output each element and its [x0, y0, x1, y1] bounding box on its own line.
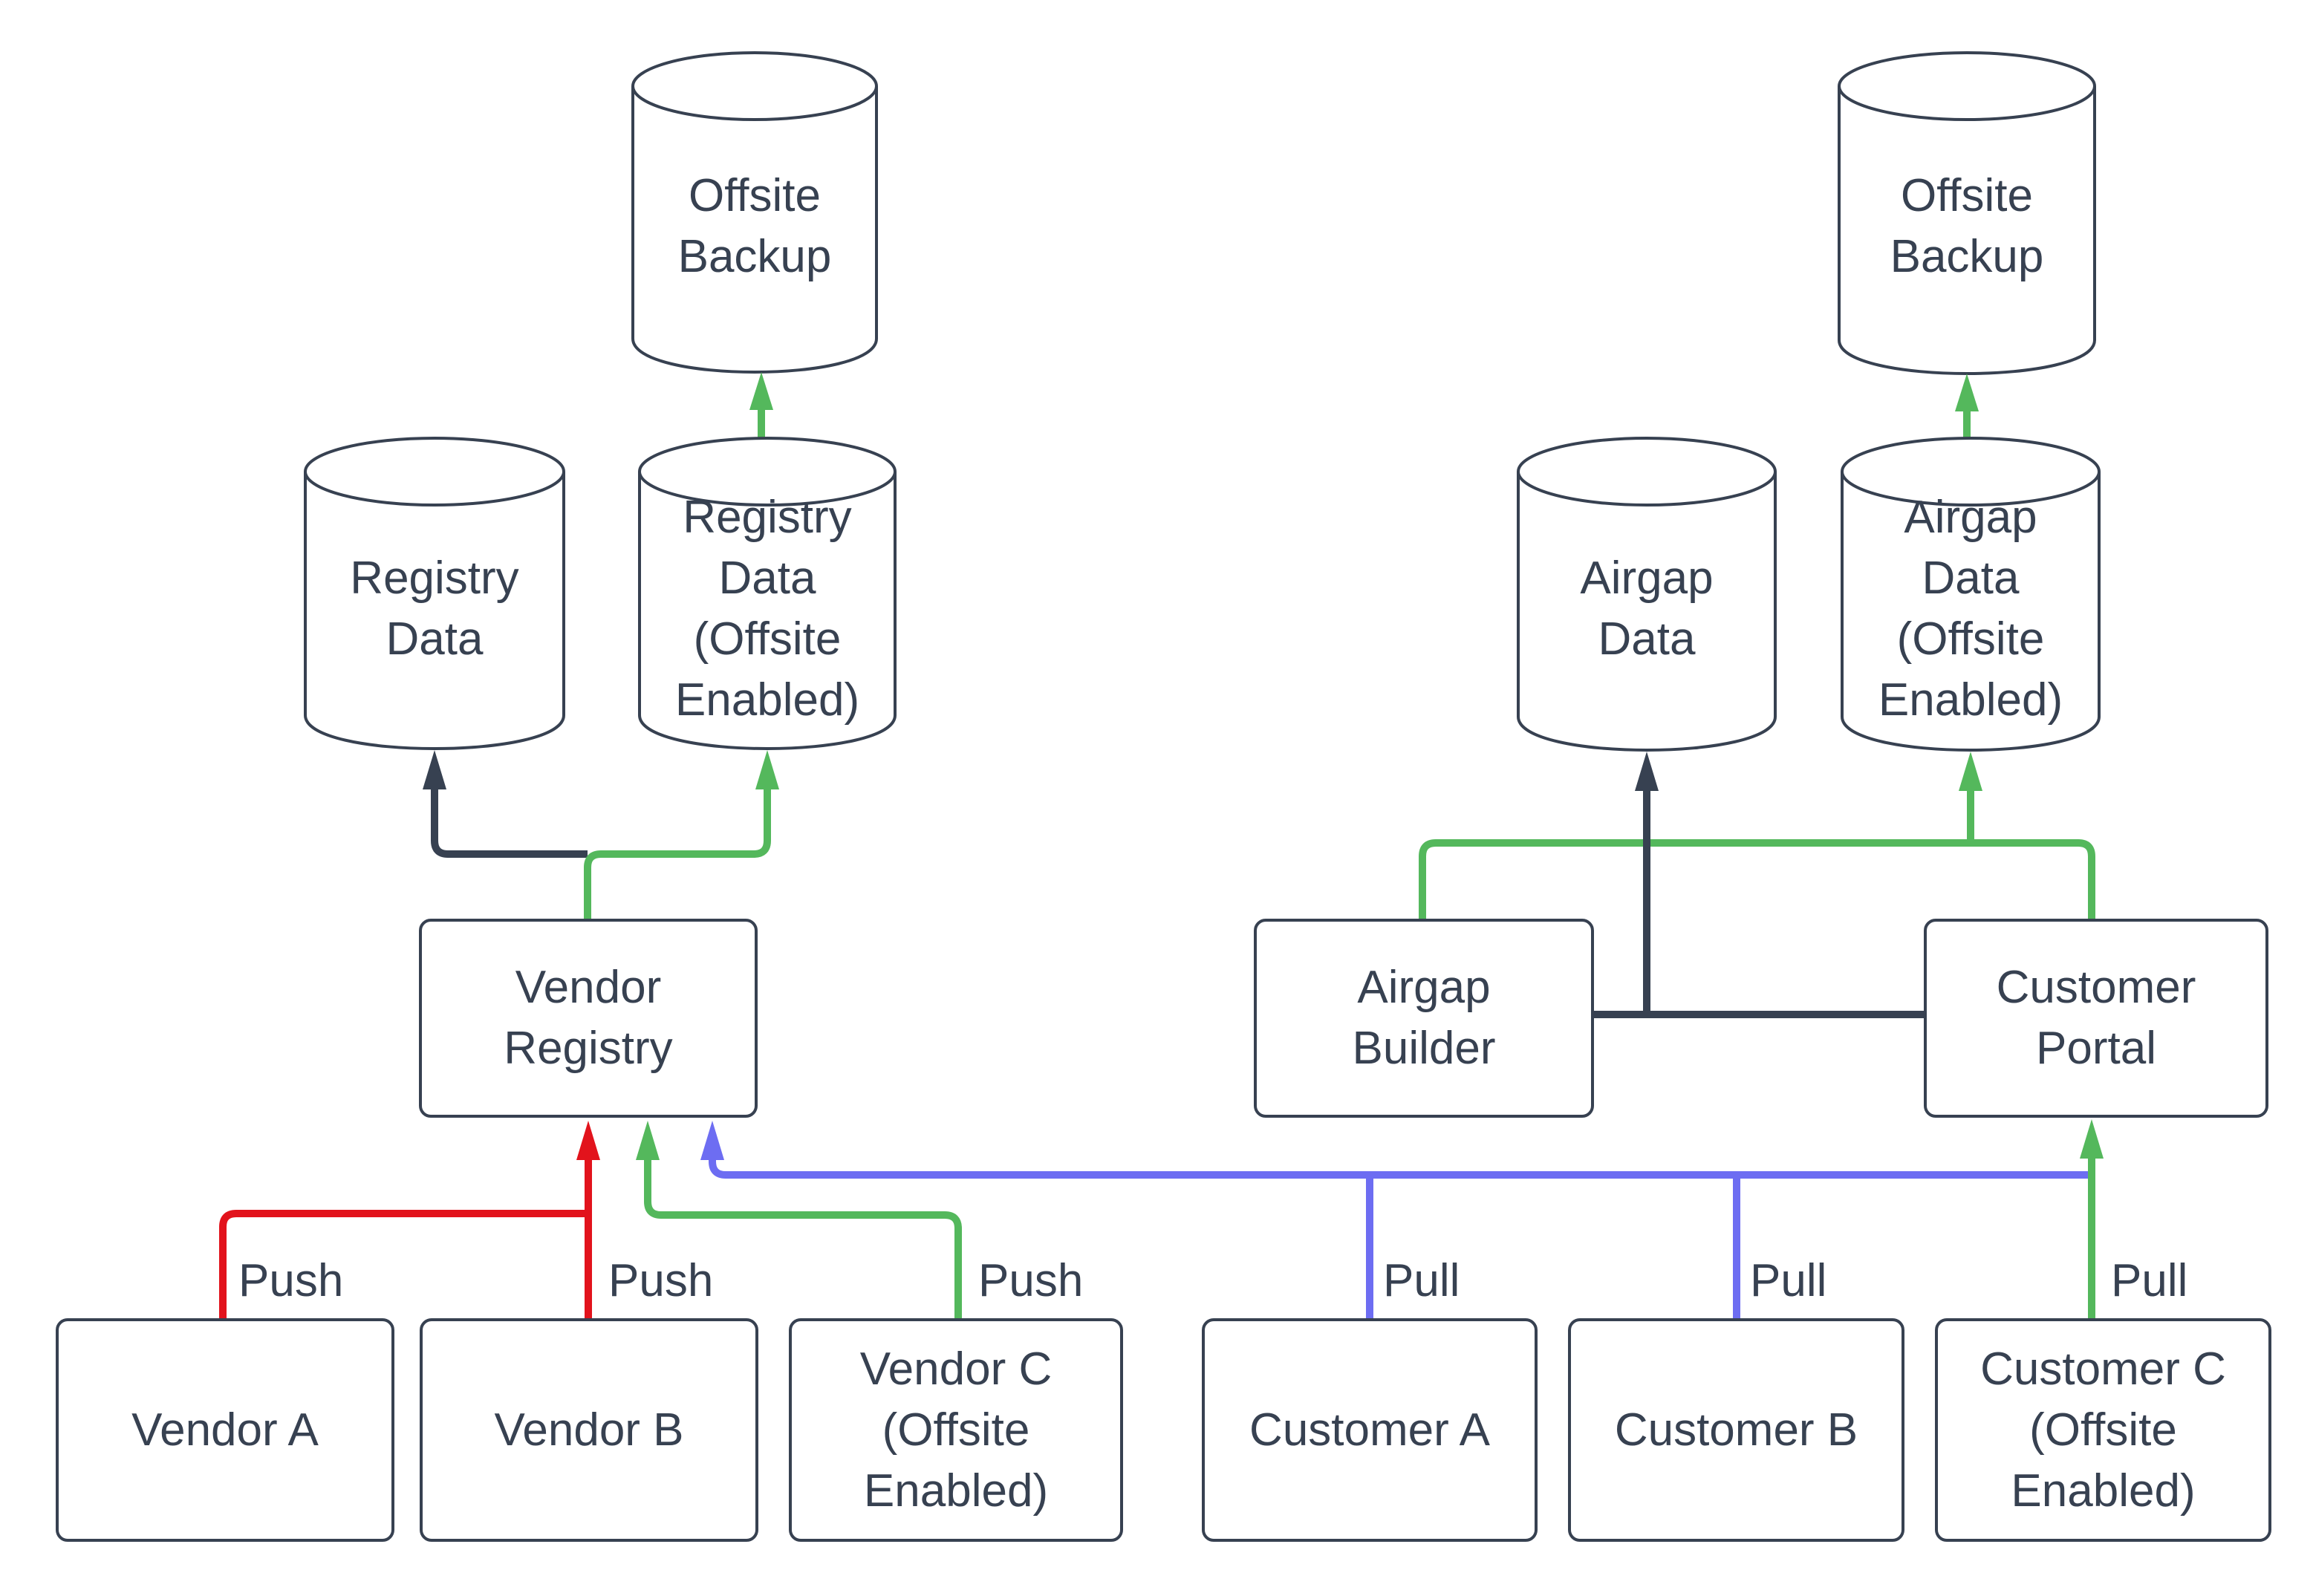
node-customer-a-label: Customer A	[1249, 1404, 1490, 1456]
node-airgap-data-offsite	[1841, 437, 2101, 752]
edge-label-pull-customer-b: Pull	[1750, 1255, 1827, 1306]
arrowhead-push-into-vendor-registry	[576, 1121, 600, 1160]
edge-vendor-registry-to-registry-data	[431, 789, 588, 858]
edge-pull-bus	[709, 1158, 2088, 1179]
node-airgap-data-offsite-label: Airgap Data (Offsite Enabled)	[1837, 483, 2104, 735]
node-airgap-data	[1517, 437, 1777, 752]
node-vendor-b: Vendor B	[420, 1318, 758, 1542]
edge-label-push-vendor-a: Push	[238, 1255, 344, 1306]
node-customer-b-label: Customer B	[1614, 1404, 1858, 1456]
node-customer-c-label-line1: Customer C	[1980, 1343, 2226, 1395]
airgap-data-offsite-line3: (Offsite	[1896, 613, 2045, 665]
edge-customer-portal-to-airgap-builder	[1419, 839, 2095, 919]
node-customer-a: Customer A	[1202, 1318, 1538, 1542]
arrowhead-into-registry-data	[423, 750, 446, 789]
offsite-backup-left-line1: Offsite	[688, 170, 822, 221]
node-vendor-registry: Vendor Registry	[419, 919, 758, 1118]
node-customer-portal-label-line2: Portal	[2036, 1023, 2156, 1074]
registry-data-line1: Registry	[350, 553, 519, 604]
registry-data-offsite-line2: Data	[718, 553, 816, 604]
arrowhead-into-offsite-backup-right	[1955, 374, 1979, 411]
node-vendor-registry-label-line1: Vendor	[515, 962, 662, 1013]
offsite-backup-right-line2: Backup	[1890, 231, 2044, 282]
node-vendor-registry-label-line2: Registry	[504, 1023, 673, 1074]
node-registry-data-label: Registry Data	[301, 490, 568, 728]
registry-data-offsite-line1: Registry	[683, 492, 852, 543]
node-offsite-backup-left	[631, 51, 878, 374]
node-customer-c-label-line3: Enabled)	[2011, 1465, 2196, 1517]
edge-vendor-registry-to-registry-data-offsite	[584, 789, 771, 919]
arrowhead-into-offsite-backup-left	[749, 372, 773, 410]
registry-data-offsite-line3: (Offsite	[693, 613, 842, 665]
node-offsite-backup-left-label: Offsite Backup	[621, 119, 888, 334]
node-registry-data-offsite-label: Registry Data (Offsite Enabled)	[634, 483, 901, 735]
offsite-backup-right-line1: Offsite	[1900, 170, 2034, 221]
node-vendor-c-label-line1: Vendor C	[859, 1343, 1053, 1395]
edge-label-pull-customer-a: Pull	[1383, 1255, 1460, 1306]
arrowhead-into-airgap-data	[1635, 752, 1659, 791]
airgap-data-line1: Airgap	[1580, 553, 1714, 604]
arrowhead-into-registry-data-offsite	[755, 750, 779, 789]
airgap-data-offsite-line2: Data	[1922, 553, 2020, 604]
node-offsite-backup-right-label: Offsite Backup	[1833, 119, 2101, 334]
node-vendor-b-label: Vendor B	[494, 1404, 684, 1456]
airgap-data-line2: Data	[1598, 613, 1696, 665]
node-vendor-a-label: Vendor A	[131, 1404, 319, 1456]
node-customer-c: Customer C (Offsite Enabled)	[1935, 1318, 2271, 1542]
node-registry-data	[304, 437, 565, 750]
node-customer-portal-label-line1: Customer	[1996, 962, 2196, 1013]
offsite-backup-left-line2: Backup	[677, 231, 832, 282]
arrowhead-push-offsite-into-vendor-registry	[636, 1121, 660, 1160]
node-airgap-builder-label-line1: Airgap	[1357, 962, 1491, 1013]
node-vendor-a: Vendor A	[56, 1318, 394, 1542]
registry-data-offsite-line4: Enabled)	[674, 674, 860, 726]
arrowhead-pull-into-vendor-registry	[700, 1121, 724, 1160]
edge-label-push-vendor-c: Push	[978, 1255, 1084, 1306]
arrowhead-into-airgap-data-offsite	[1959, 752, 1982, 791]
arrowhead-pull-into-customer-portal	[2080, 1119, 2104, 1159]
airgap-data-offsite-line4: Enabled)	[1878, 674, 2063, 726]
airgap-data-offsite-line1: Airgap	[1904, 492, 2037, 543]
node-vendor-c-label-line2: (Offsite	[882, 1404, 1030, 1456]
registry-data-line2: Data	[386, 613, 484, 665]
edge-label-push-vendor-b: Push	[608, 1255, 714, 1306]
node-airgap-builder-label-line2: Builder	[1352, 1023, 1496, 1074]
node-offsite-backup-right	[1838, 51, 2096, 375]
node-vendor-c-label-line3: Enabled)	[863, 1465, 1049, 1517]
node-airgap-data-label: Airgap Data	[1513, 490, 1780, 728]
node-registry-data-offsite	[638, 437, 897, 750]
edge-label-pull-customer-c: Pull	[2111, 1255, 2188, 1306]
node-vendor-c: Vendor C (Offsite Enabled)	[789, 1318, 1123, 1542]
node-customer-portal: Customer Portal	[1924, 919, 2268, 1118]
node-customer-c-label-line2: (Offsite	[2029, 1404, 2177, 1456]
node-airgap-builder: Airgap Builder	[1254, 919, 1594, 1118]
node-customer-b: Customer B	[1568, 1318, 1904, 1542]
